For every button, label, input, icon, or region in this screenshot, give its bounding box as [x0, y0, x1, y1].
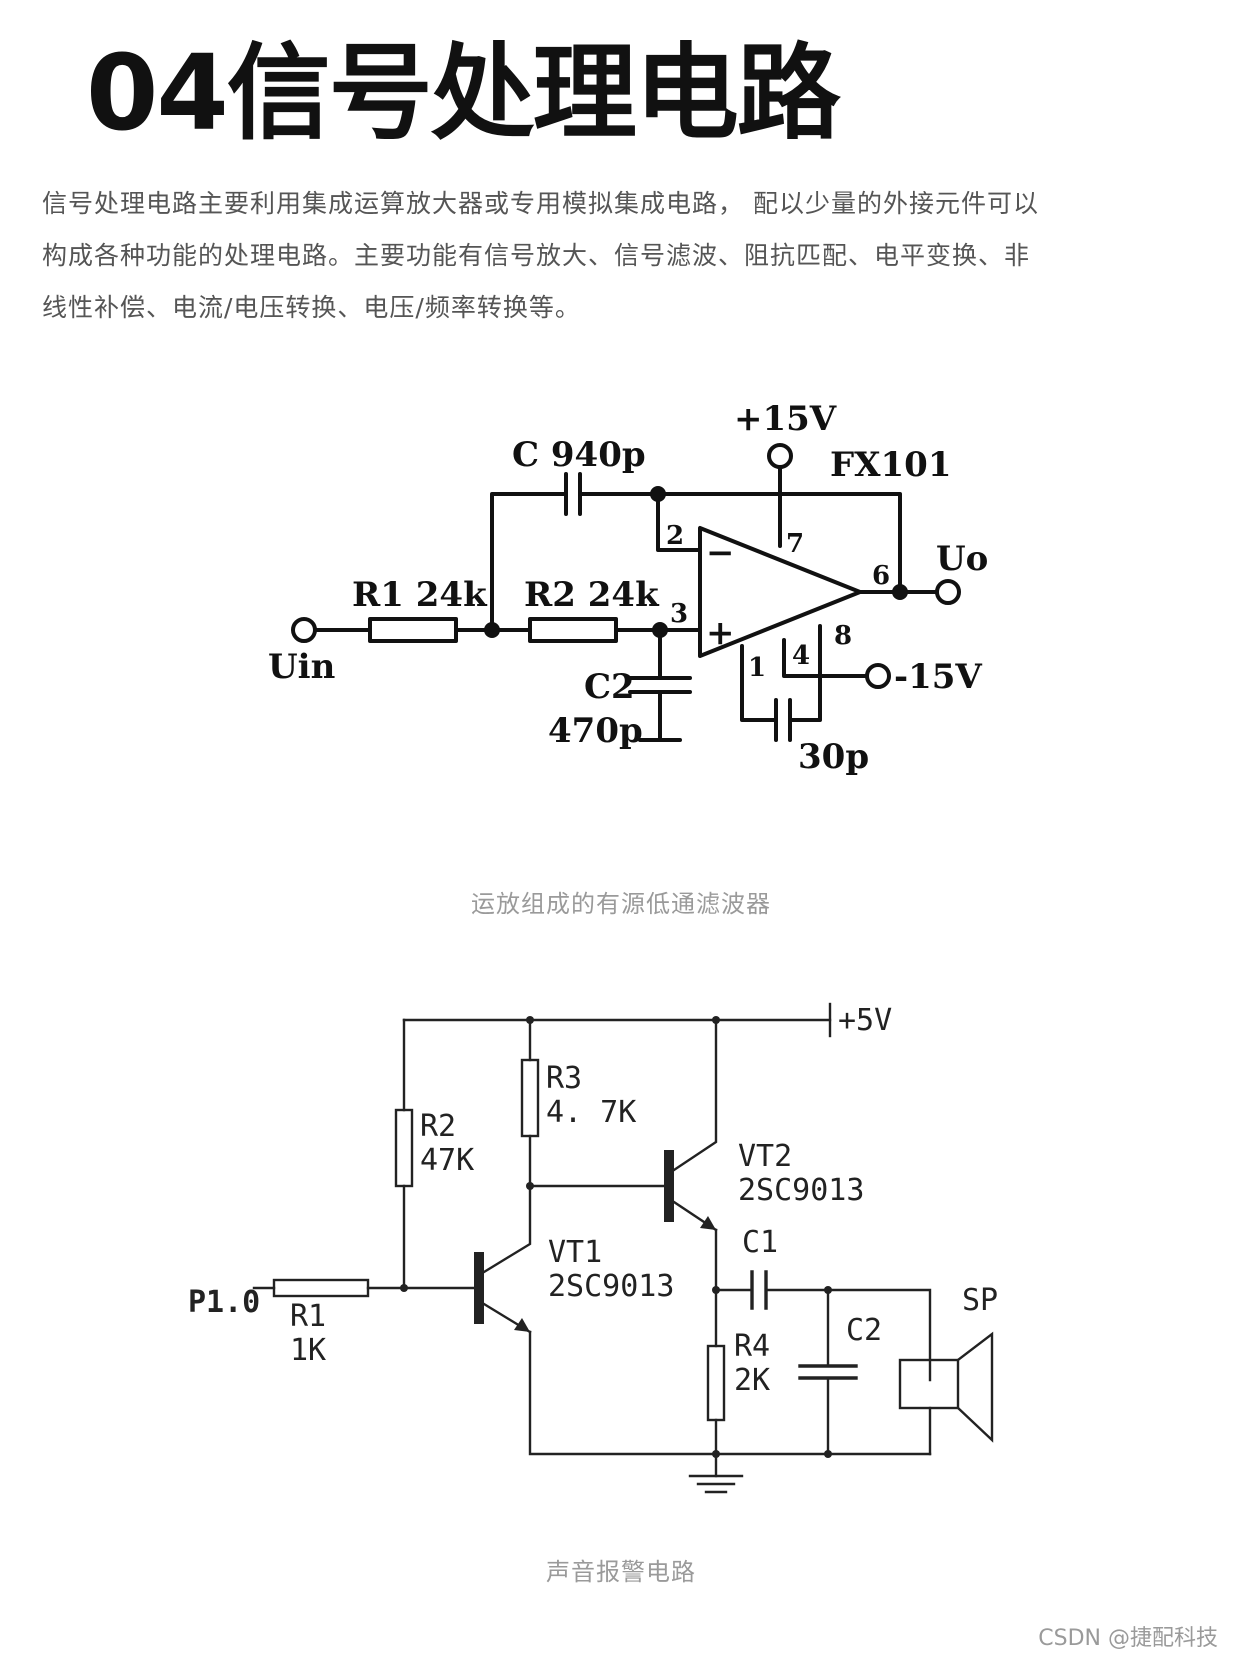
ground-symbol — [688, 1474, 744, 1494]
label-p10: P1.0 — [188, 1285, 260, 1320]
label-r2: R2 24k — [524, 575, 660, 615]
label-r3-value: 4. 7K — [546, 1095, 636, 1130]
label-r4-value: 2K — [734, 1363, 770, 1398]
op-amp-triangle — [698, 526, 862, 658]
label-r1: R1 — [290, 1299, 326, 1334]
sound-alarm-schematic: +5V R3 4. 7K R2 47K VT2 2SC9013 C1 VT1 2… — [188, 1002, 998, 1494]
resistor-r1 — [272, 1278, 370, 1298]
intro-paragraph: 信号处理电路主要利用集成运算放大器或专用模拟集成电路， 配以少量的外接元件可以 … — [42, 178, 1202, 334]
pin-8: 8 — [834, 621, 852, 651]
junction-dot — [892, 584, 908, 600]
label-r1-value: 1K — [290, 1333, 326, 1368]
resistor-r2 — [394, 1108, 414, 1188]
label-chip: FX101 — [830, 445, 952, 485]
figure1-caption: 运放组成的有源低通滤波器 — [471, 890, 771, 918]
transistor-vt2 — [664, 1150, 674, 1222]
label-r4: R4 — [734, 1329, 770, 1364]
label-c1: C1 — [742, 1225, 778, 1260]
label-vt1: VT1 — [548, 1235, 602, 1270]
pin-6: 6 — [872, 561, 890, 591]
capacitor-c1 — [750, 1270, 768, 1310]
label-c2: C2 — [846, 1313, 882, 1348]
label-sp: SP — [962, 1283, 998, 1318]
watermark: CSDN @捷配科技 — [1038, 1626, 1218, 1651]
pin-1: 1 — [748, 653, 766, 683]
resistor-r2 — [528, 617, 618, 643]
resistor-r4 — [706, 1344, 726, 1422]
pin-4: 4 — [792, 641, 810, 671]
label-vt2: VT2 — [738, 1139, 792, 1174]
transistor-vt1 — [474, 1252, 484, 1324]
label-r3: R3 — [546, 1061, 582, 1096]
intro-line: 信号处理电路主要利用集成运算放大器或专用模拟集成电路， 配以少量的外接元件可以 — [42, 189, 1039, 218]
label-vminus: -15V — [894, 657, 982, 697]
label-uin: Uin — [268, 647, 335, 687]
capacitor-c2 — [628, 676, 692, 694]
pin-7: 7 — [786, 529, 804, 559]
capacitor-c — [564, 472, 582, 516]
resistor-r1 — [368, 617, 458, 643]
label-r1: R1 24k — [352, 575, 488, 615]
pin-3: 3 — [670, 599, 688, 629]
figure2-caption: 声音报警电路 — [546, 1558, 696, 1586]
capacitor-c2 — [798, 1364, 858, 1380]
label-vplus: +5V — [838, 1003, 892, 1038]
pin-2: 2 — [666, 521, 684, 551]
lowpass-filter-schematic: +15V FX101 C 940p R1 24k R2 24k Uin Uo C… — [268, 400, 988, 777]
resistor-r3 — [520, 1058, 540, 1138]
label-uo: Uo — [936, 539, 988, 579]
label-vt2-model: 2SC9013 — [738, 1173, 864, 1208]
label-c2-value: 470p — [548, 711, 643, 751]
noninverting-sign: + — [706, 613, 735, 653]
label-vplus: +15V — [734, 400, 837, 439]
page-title: 04信号处理电路 — [86, 32, 841, 154]
intro-line: 构成各种功能的处理电路。主要功能有信号放大、信号滤波、阻抗匹配、电平变换、非 — [42, 241, 1031, 270]
label-vt1-model: 2SC9013 — [548, 1269, 674, 1304]
label-c2: C2 — [584, 667, 635, 707]
label-cap-c: C 940p — [512, 435, 646, 475]
label-r2-value: 47K — [420, 1143, 474, 1178]
label-30p: 30p — [798, 737, 869, 777]
label-r2: R2 — [420, 1109, 456, 1144]
inverting-sign: − — [706, 533, 735, 573]
capacitor-30p — [774, 698, 792, 742]
intro-line: 线性补偿、电流/电压转换、电压/频率转换等。 — [42, 293, 581, 322]
